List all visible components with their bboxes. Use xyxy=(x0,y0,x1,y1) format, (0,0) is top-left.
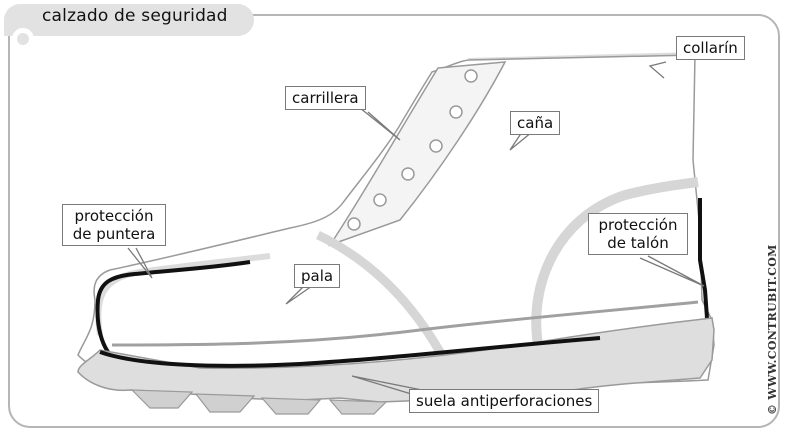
insole-line xyxy=(111,300,699,347)
eyelet xyxy=(401,167,415,181)
label-toe-protection-line1: protección xyxy=(74,207,154,225)
label-collar: collarín xyxy=(676,36,745,60)
diagram-title: calzado de seguridad xyxy=(42,6,228,26)
leader-toe xyxy=(127,247,153,279)
label-sole: suela antiperforaciones xyxy=(409,389,600,413)
eyelet xyxy=(347,217,361,231)
eyelet xyxy=(449,105,463,119)
leader-sole xyxy=(351,375,423,397)
label-vamp: pala xyxy=(294,264,341,288)
leader-vamp xyxy=(285,285,313,305)
vamp-seam-arc xyxy=(316,230,444,355)
heel-counter-arc xyxy=(531,177,699,357)
label-heel-protection-line2: de talón xyxy=(607,234,669,252)
antiperforation-plate xyxy=(99,336,601,368)
tread-lug xyxy=(328,399,388,415)
label-toe-protection: protección de puntera xyxy=(62,204,166,246)
title-tab xyxy=(4,4,254,36)
leader-cheek xyxy=(359,107,401,141)
credit-text: © WWW.CONTRUBIT.COM xyxy=(766,244,779,415)
eyelet xyxy=(429,139,443,153)
leader-heel xyxy=(639,255,705,287)
leader-shaft xyxy=(509,131,533,151)
leader-lines xyxy=(127,61,705,397)
label-shaft: caña xyxy=(510,111,561,135)
label-cheek: carrillera xyxy=(285,86,366,110)
eyelet xyxy=(464,69,478,83)
tread-lug xyxy=(194,393,256,413)
toe-cap-reinforcement xyxy=(95,260,251,364)
leader-collar xyxy=(648,61,667,79)
label-heel-protection-line1: protección xyxy=(598,216,678,234)
sole xyxy=(77,317,715,403)
tread-lug xyxy=(130,389,194,409)
label-toe-protection-line2: de puntera xyxy=(72,225,156,243)
title-tab-dot xyxy=(12,28,34,50)
tread-lug xyxy=(260,397,322,415)
eyelet xyxy=(373,193,387,207)
label-heel-protection: protección de talón xyxy=(588,213,688,255)
eyelets xyxy=(347,69,478,231)
diagram-frame xyxy=(8,14,780,428)
